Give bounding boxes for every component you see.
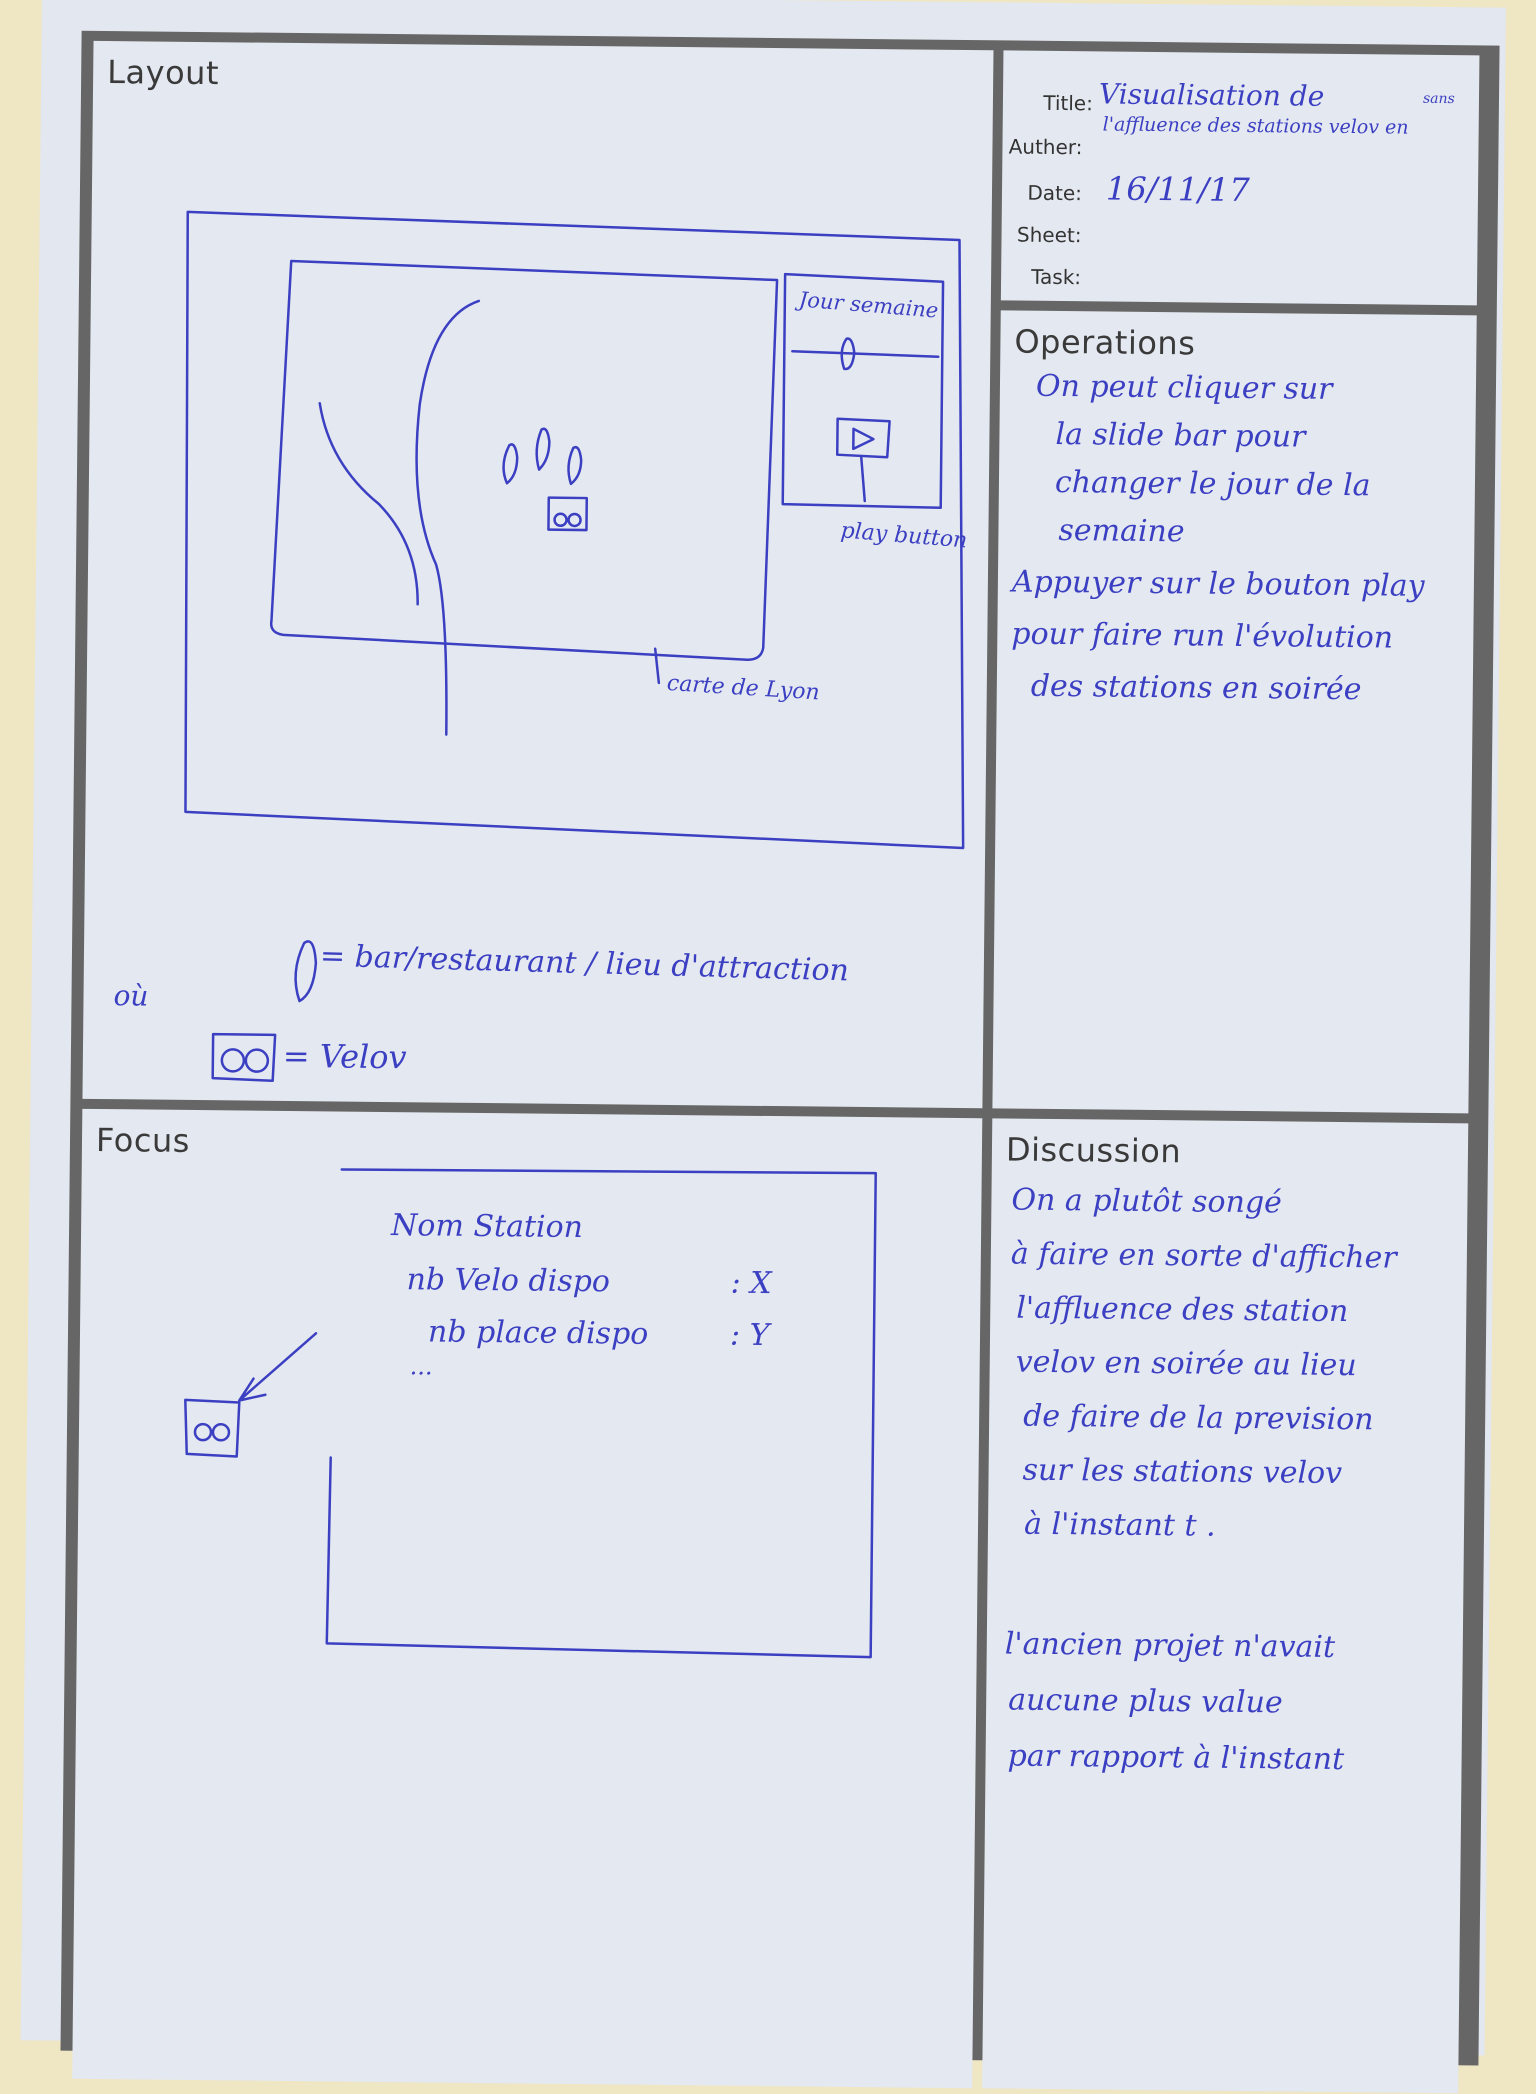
layout-panel: Layout bbox=[82, 40, 994, 1109]
sheet-label: Sheet: bbox=[1016, 222, 1082, 248]
title-value-line1: Visualisation de bbox=[1098, 77, 1325, 113]
operations-line-1: On peut cliquer sur bbox=[1035, 368, 1333, 407]
legend-velov-box bbox=[211, 1032, 277, 1083]
discussion-line-1: On a plutôt songé bbox=[1011, 1182, 1283, 1221]
tooltip-velo-label: nb Velo dispo bbox=[406, 1262, 611, 1300]
river-line-2 bbox=[318, 402, 419, 606]
control-panel-outline bbox=[781, 272, 945, 510]
tooltip-pointer-arrow bbox=[238, 1332, 318, 1402]
tooltip-station-name: Nom Station bbox=[390, 1208, 584, 1246]
poi-marker-3 bbox=[567, 445, 583, 486]
focus-velov-wheel-right bbox=[211, 1423, 231, 1442]
operations-line-6: pour faire run l'évolution bbox=[1011, 616, 1394, 656]
play-button-triangle bbox=[852, 427, 875, 451]
discussion-heading: Discussion bbox=[1005, 1130, 1182, 1171]
focus-panel: Focus Nom Station nb Velo dispo : X nb p… bbox=[72, 1108, 983, 2089]
focus-velov-wheel-left bbox=[193, 1422, 213, 1442]
discussion-line-9: l'ancien projet n'avait bbox=[1004, 1626, 1336, 1665]
discussion-line-5: de faire de la prevision bbox=[1023, 1398, 1374, 1438]
tooltip-velo-value: : X bbox=[730, 1265, 772, 1302]
play-button-box bbox=[835, 417, 891, 459]
discussion-line-10: aucune plus value bbox=[1008, 1682, 1283, 1721]
focus-sketch bbox=[184, 1168, 877, 1659]
operations-line-7: des stations en soirée bbox=[1030, 668, 1362, 708]
title-label: Title: bbox=[1043, 90, 1094, 116]
discussion-line-2: à faire en sorte d'afficher bbox=[1010, 1236, 1397, 1276]
tooltip-ellipsis: ... bbox=[409, 1352, 433, 1381]
legend-velov-wheel-left bbox=[220, 1048, 246, 1073]
legend-velov-text: = Velov bbox=[282, 1036, 407, 1077]
focus-velov-box bbox=[184, 1398, 241, 1458]
slider-thumb bbox=[840, 337, 856, 371]
tooltip-place-label: nb place dispo bbox=[427, 1314, 649, 1352]
play-button-pointer bbox=[859, 455, 867, 503]
meta-panel: Title: Auther: Date: Sheet: Task: Visual… bbox=[1000, 50, 1480, 306]
layout-sketch bbox=[184, 210, 965, 1083]
operations-line-2: la slide bar pour bbox=[1055, 416, 1306, 455]
title-value-line2: l'affluence des stations velov en bbox=[1102, 113, 1409, 139]
tooltip-place-value: : Y bbox=[729, 1317, 770, 1354]
map-frame-outline bbox=[269, 259, 779, 662]
discussion-line-4: velov en soirée au lieu bbox=[1015, 1344, 1357, 1384]
discussion-line-11: par rapport à l'instant bbox=[1007, 1738, 1345, 1778]
map-label-leader bbox=[653, 647, 661, 685]
operations-line-3: changer le jour de la bbox=[1054, 464, 1371, 504]
velov-wheel-left bbox=[553, 512, 568, 528]
operations-heading: Operations bbox=[1014, 322, 1196, 363]
discussion-panel: Discussion On a plutôt songé à faire en … bbox=[982, 1118, 1469, 2094]
discussion-line-3: l'affluence des station bbox=[1016, 1290, 1349, 1330]
task-label: Task: bbox=[1031, 264, 1082, 290]
operations-panel: Operations On peut cliquer sur la slide … bbox=[992, 310, 1477, 1114]
velov-wheel-right bbox=[567, 512, 582, 528]
tooltip-box-outline bbox=[325, 1168, 877, 1659]
river-line bbox=[415, 299, 481, 736]
outer-window-outline bbox=[184, 210, 965, 850]
sketch-sheet: Layout bbox=[20, 0, 1506, 2094]
template-frame: Layout bbox=[60, 30, 1500, 2094]
velov-station-box bbox=[547, 496, 589, 532]
poi-marker-1 bbox=[502, 443, 519, 485]
slider-track bbox=[791, 349, 940, 358]
discussion-line-7: à l'instant t . bbox=[1023, 1506, 1216, 1544]
legend-velov-wheel-right bbox=[244, 1048, 270, 1073]
operations-line-4: semaine bbox=[1058, 513, 1185, 550]
discussion-line-6: sur les stations velov bbox=[1022, 1452, 1343, 1492]
poi-marker-2 bbox=[535, 427, 551, 471]
date-label: Date: bbox=[1027, 180, 1083, 206]
legend-where: où bbox=[113, 979, 149, 1013]
operations-line-5: Appuyer sur le bouton play bbox=[1011, 564, 1425, 604]
legend-poi-marker bbox=[294, 940, 318, 1003]
title-value-extra: sans bbox=[1422, 90, 1455, 108]
date-value: 16/11/17 bbox=[1105, 169, 1250, 209]
author-label: Auther: bbox=[1008, 134, 1083, 160]
